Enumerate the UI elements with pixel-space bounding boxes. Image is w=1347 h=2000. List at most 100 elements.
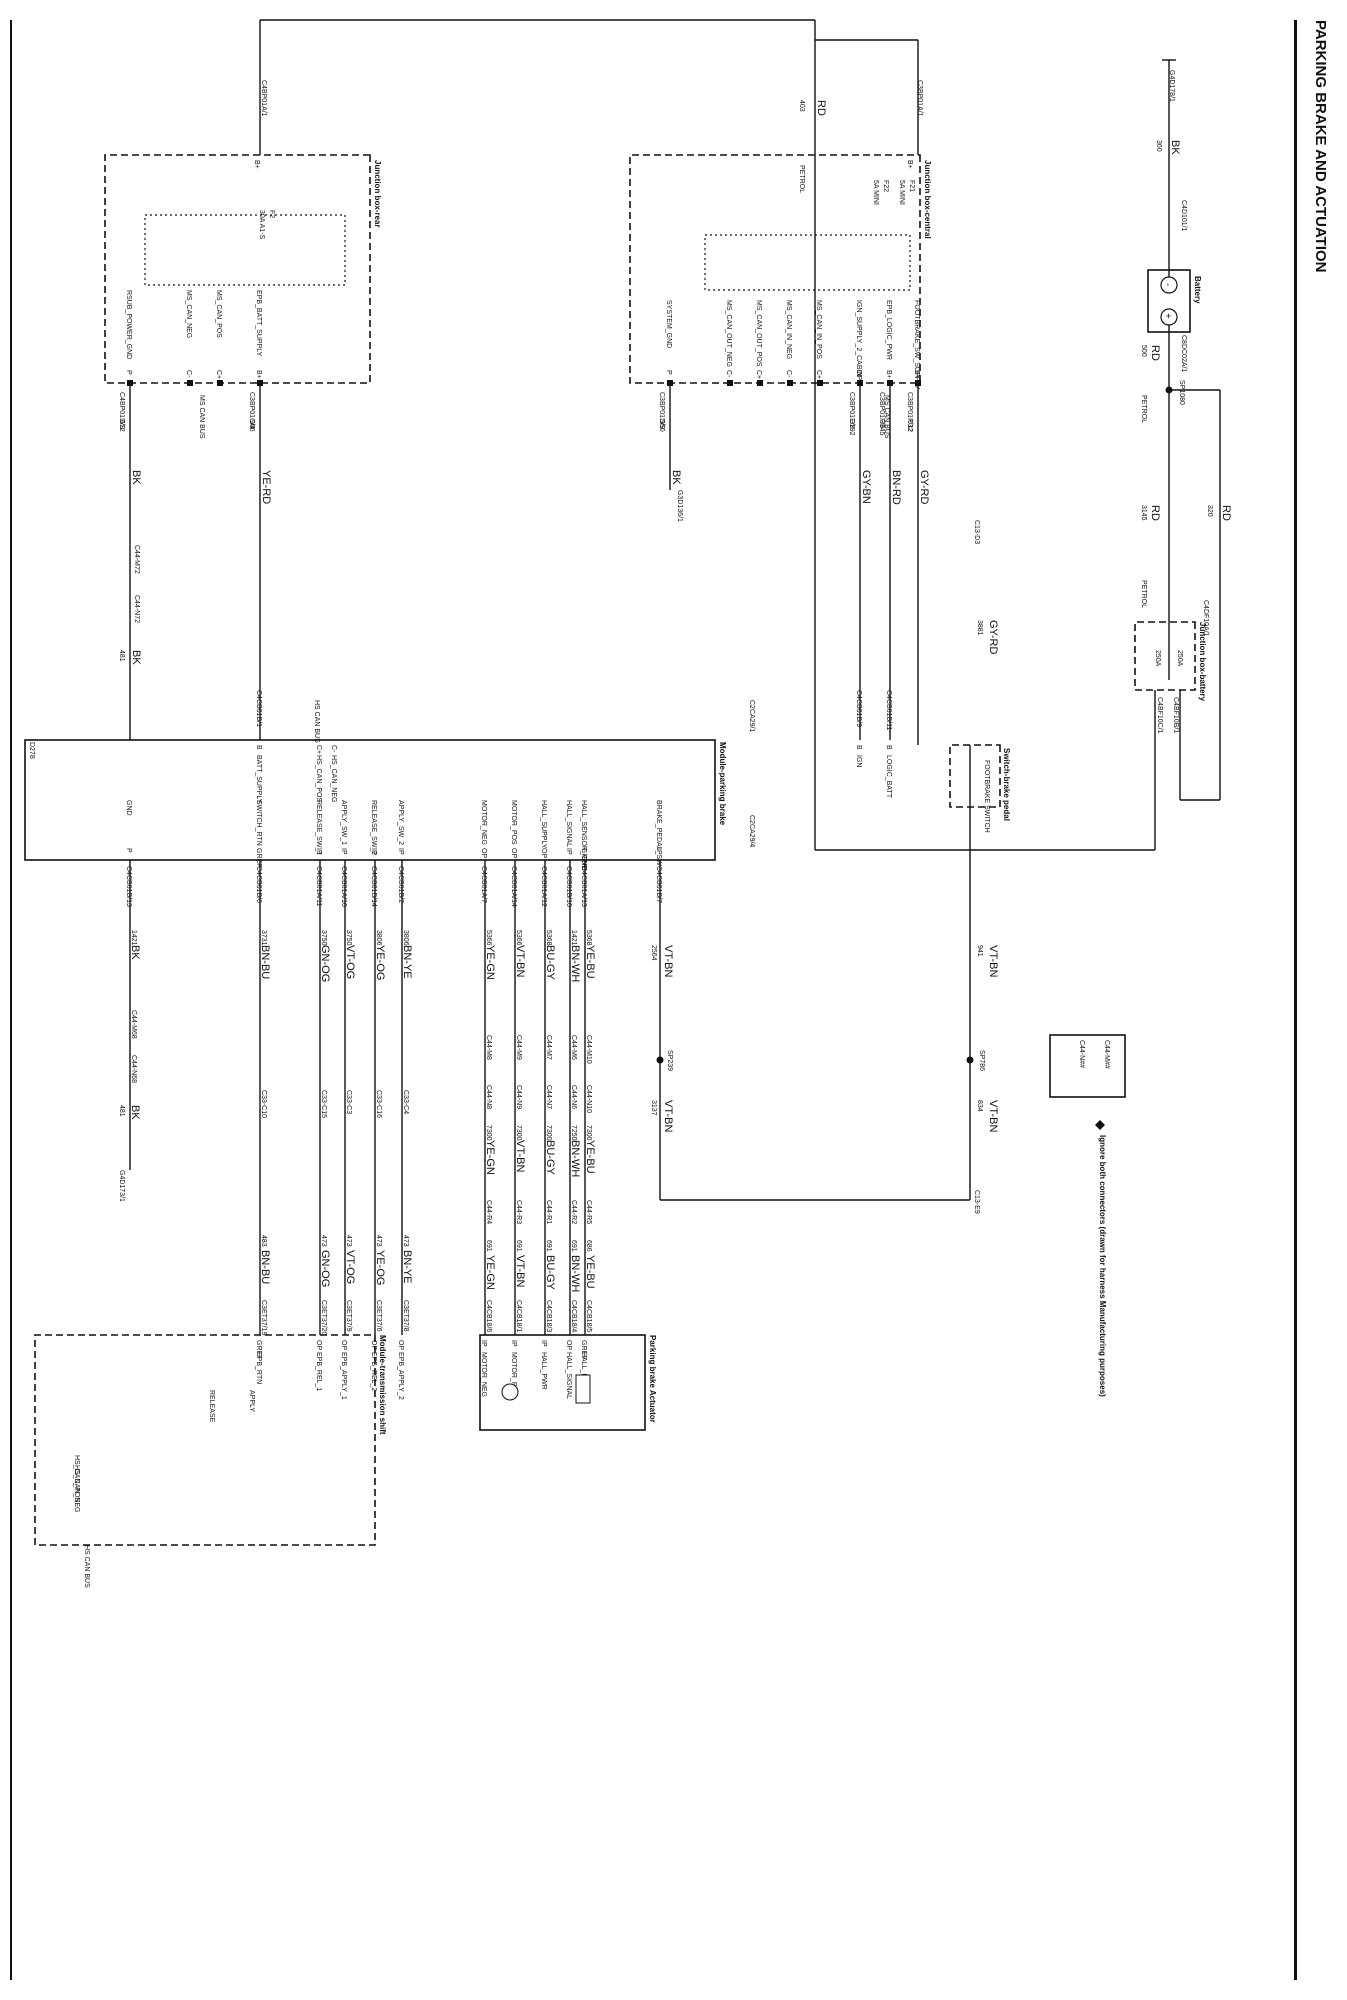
switch-label: Switch-brake pedal bbox=[1002, 748, 1011, 821]
feed-wire-color: BN-RD bbox=[890, 470, 902, 505]
pbm-left-pins: BBATT_SUPPLYC4CB01B/1C+HS_CAN_POSC-HS_CA… bbox=[255, 690, 892, 804]
harness-color-2: VT-BN bbox=[514, 1140, 526, 1172]
pbm-right-label: HALL_SENSOR_GND bbox=[580, 800, 587, 870]
harness-color-1: YE-GN bbox=[484, 945, 496, 980]
jbr-fuse-rating: 30A A1-S bbox=[258, 210, 265, 240]
splice-sp239-label: SP239 bbox=[666, 1050, 673, 1071]
harness-num-3: 686 bbox=[585, 1240, 592, 1252]
harness-conn-act: C4CB18/5 bbox=[585, 1300, 592, 1332]
gnd-num-1: 1421 bbox=[130, 930, 137, 946]
jbc-bplus: B+ bbox=[906, 160, 913, 169]
switch-num-2: 483 bbox=[260, 1235, 267, 1247]
harness-conn-r: C44-R2 bbox=[570, 1200, 577, 1224]
wire-bk-481-color: BK bbox=[130, 650, 142, 665]
pbm-right-label: HALL_SUPPLY bbox=[540, 800, 547, 849]
switch-conn: C33-C4 bbox=[402, 1090, 409, 1114]
harness-num-1: 5366 bbox=[515, 930, 522, 946]
jbc-pin-side: B+ bbox=[885, 370, 892, 379]
jbr-label: Junction box-rear bbox=[373, 160, 382, 228]
legend-conn-a: C44-M## bbox=[1103, 1040, 1110, 1069]
pbm-label: Module-parking brake bbox=[718, 742, 727, 826]
pbm-right-conn: C4CB01A/11 bbox=[315, 866, 322, 906]
switch-conn-in: C2CA29/1 bbox=[748, 700, 755, 732]
splice-sp1080-label: SP1080 bbox=[1178, 380, 1185, 405]
jbc-pin-side: P bbox=[665, 370, 672, 375]
feed-wire-color: GY-BN bbox=[860, 470, 872, 504]
feed-wire-color: BK bbox=[670, 470, 682, 485]
pbm-left-conn: C4CB01B/9 bbox=[855, 690, 862, 727]
tcm-release: RELEASE bbox=[208, 1390, 215, 1423]
jbc-pin bbox=[887, 380, 893, 386]
wire-vtbn-2564-color: VT-BN bbox=[662, 945, 674, 977]
pbm-left-conn: C4CB01B/11 bbox=[885, 690, 892, 730]
pbm-right-label: HALL_SIGNAL bbox=[565, 800, 572, 847]
harness-num-3: 691 bbox=[485, 1240, 492, 1252]
pbm-right-conn: C4CB01B/7 bbox=[655, 866, 662, 903]
jbc-label: Junction box-central bbox=[923, 160, 932, 239]
splice-sp786-label: SP786 bbox=[978, 1050, 985, 1071]
jbb-conn-in: C4DF10A/1 bbox=[1202, 600, 1209, 637]
wire-rd-500-tag: PETROL bbox=[1140, 395, 1147, 423]
jbc-fuse1-rating: 5A MINI bbox=[898, 180, 905, 205]
switch-num-1: 3750 bbox=[345, 930, 352, 946]
harness-color-1: BU-GY bbox=[544, 945, 556, 981]
jbr-pin bbox=[257, 380, 263, 386]
pbm-right-label: RELEASE_SW_2 bbox=[370, 800, 377, 855]
legend-diamond-icon bbox=[1095, 1120, 1105, 1130]
jbr-bus: MS CAN BUS bbox=[198, 395, 205, 439]
jbr-pin-conn: C3BP01C/4 bbox=[248, 392, 255, 429]
pbm-right-label: BRAKE_PEDAL_SW bbox=[655, 800, 662, 866]
ground-g4d178-label: G4D178/1 bbox=[1168, 70, 1175, 102]
module-parking-brake: Module-parking brake D278 BBATT_SUPPLYC4… bbox=[24, 690, 892, 907]
tcm-pins: OPEPB_APPLY_2OPEPB_REL_2OPEPB_APPLY_1OPE… bbox=[255, 1340, 404, 1400]
wire-rd-3145-num: 3145 bbox=[1140, 505, 1147, 521]
tcm-pin-label: EPB_REL_1 bbox=[315, 1352, 322, 1391]
pbm-right-conn: C4CB01A/14 bbox=[510, 866, 517, 907]
pbm-left-type: C- bbox=[330, 745, 337, 753]
harness-num-2: 7300 bbox=[485, 1125, 492, 1141]
battery-label: Battery bbox=[1193, 276, 1202, 304]
switch-color-1: YE-OG bbox=[374, 945, 386, 980]
feed-wire-num: 966 bbox=[248, 420, 255, 432]
wire-vtbn-834-color: VT-BN bbox=[987, 1100, 999, 1132]
jbc-pin-side: C- bbox=[725, 370, 732, 378]
harness-conn-m: C44-M8 bbox=[485, 1035, 492, 1060]
switch-conn-tcm: C3ET37/8 bbox=[402, 1300, 409, 1332]
switch-brake-pedal: Switch-brake pedal FOOTBRAKE SWITCH C2CA… bbox=[748, 700, 1011, 847]
actuator-pin-type: IP bbox=[540, 1340, 547, 1347]
harness-rows: YE-BU5368C44-M10C44-N10YE-BU7300C44-R5YE… bbox=[118, 860, 596, 1336]
conn-c13-d3: C13-D3 bbox=[973, 520, 980, 544]
pbm-left-type: C+ bbox=[315, 745, 322, 754]
pbm-right-type: IP bbox=[655, 848, 662, 855]
wire-vtbn-941-color: VT-BN bbox=[987, 945, 999, 977]
pbm-right-label: SWITCH_RTN bbox=[255, 800, 262, 846]
harness-num-2: 7250 bbox=[570, 1125, 577, 1141]
harness-num-3: 691 bbox=[515, 1240, 522, 1252]
wire-bk-360-color: BK bbox=[1169, 140, 1181, 155]
jbb-fuse-f: 250A bbox=[1154, 650, 1161, 667]
jbc-pin-conn: C3BP01F/6 bbox=[878, 392, 885, 428]
pbm-right-type: IP bbox=[397, 848, 404, 855]
jbb-label: Junction box-battery bbox=[1198, 622, 1207, 702]
jbc-pin-label: EPB_LOGIC_PWR bbox=[885, 300, 892, 360]
jbb-outline bbox=[1134, 621, 1196, 691]
harness-color-3: VT-BN bbox=[514, 1255, 526, 1287]
wire-bk-481-num: 481 bbox=[118, 650, 125, 662]
pbm-box bbox=[24, 739, 716, 861]
tcm-pin-label: EPB_RTN bbox=[255, 1352, 262, 1384]
switch-conn-tcm: C3ET37/9 bbox=[345, 1300, 352, 1332]
wire-rd-320-num: 320 bbox=[1206, 505, 1213, 517]
harness-conn-n: C44-N8 bbox=[485, 1085, 492, 1109]
switch-num-1: 3806 bbox=[375, 930, 382, 946]
wire-rd-3145-color: RD bbox=[1149, 505, 1161, 521]
wire-gyrd-3881-color: GY-RD bbox=[987, 620, 999, 654]
harness-color-2: YE-BU bbox=[584, 1140, 596, 1174]
switch-conn: C33-C10 bbox=[260, 1090, 267, 1118]
jbr-fuse: F2 bbox=[268, 210, 275, 218]
tcm-pin-type: OP bbox=[370, 1340, 377, 1350]
jbc-bus-1: MS CAN BUS bbox=[883, 395, 890, 439]
harness-conn-r: C44-R1 bbox=[545, 1200, 552, 1224]
legend-box bbox=[1049, 1034, 1126, 1098]
jbr-outline bbox=[104, 154, 371, 384]
